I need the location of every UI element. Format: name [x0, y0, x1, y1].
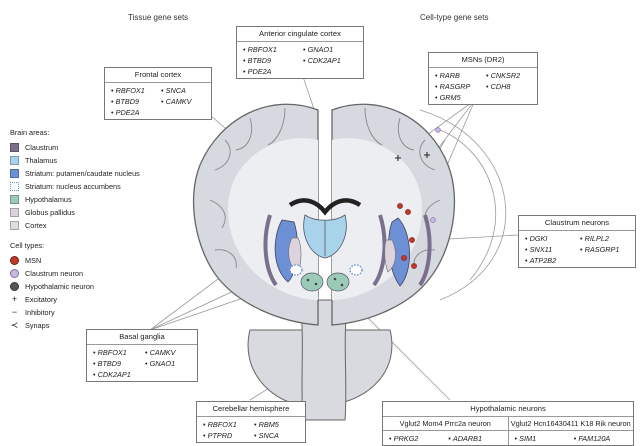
- hypo-subtitle-1: Vglut2 Mom4 Prrc2a neuron: [383, 417, 509, 430]
- gene-item: GNAO1: [145, 359, 191, 368]
- legend-item-accumbens: Striatum: nucleus accumbens: [10, 181, 140, 192]
- legend: Brain areas: Claustrum Thalamus Striatum…: [10, 128, 140, 333]
- hypo-subtitle-2: Vglut2 Hcn16430411 K18 Rik neuron: [510, 419, 631, 428]
- gene-item: RBFOX1: [93, 348, 139, 357]
- brain-areas-title: Brain areas:: [10, 128, 50, 137]
- gene-item: RASGRP1: [580, 245, 629, 254]
- gene-item: GRM5: [435, 93, 480, 102]
- hypo-title: Hypothalamic neurons: [383, 402, 633, 417]
- basal-title: Basal ganglia: [87, 330, 197, 345]
- legend-item-msn: MSN: [10, 255, 140, 266]
- gene-item: PDE2A: [243, 67, 297, 76]
- swatch-accumbens: [10, 182, 19, 191]
- legend-item-inhibitory: − Inhibitory: [10, 307, 140, 318]
- minus-icon: −: [11, 307, 18, 317]
- claustrum-neuron-icon: [10, 269, 19, 278]
- legend-label: Striatum: nucleus accumbens: [25, 182, 121, 191]
- gene-item: CDK2AP1: [303, 56, 357, 65]
- acc-box: Anterior cingulate cortex RBFOX1 GNAO1 B…: [236, 26, 364, 79]
- gene-item: CDK2AP1: [93, 370, 139, 379]
- gene-item: RBFOX1: [203, 420, 248, 429]
- legend-item-excitatory: + Excitatory: [10, 294, 140, 305]
- cerebellar-title: Cerebellar hemisphere: [197, 402, 305, 417]
- frontal-title: Frontal cortex: [105, 68, 211, 83]
- swatch-cortex: [10, 221, 19, 230]
- acc-title: Anterior cingulate cortex: [237, 27, 363, 42]
- legend-label: Claustrum: [25, 143, 59, 152]
- gene-item: SNX11: [525, 245, 574, 254]
- legend-item-globus-pallidus: Globus pallidus: [10, 207, 140, 218]
- gene-item: ATP2B2: [525, 256, 574, 265]
- legend-label: Cortex: [25, 221, 47, 230]
- gene-item: RASGRP: [435, 82, 480, 91]
- gene-item: CNKSR2: [486, 71, 531, 80]
- gene-item: PRKG2: [389, 434, 442, 443]
- swatch-thalamus: [10, 156, 19, 165]
- gene-item: SNCA: [254, 431, 299, 440]
- msn-title: MSNs (DR2): [429, 53, 537, 68]
- gene-item: RBFOX1: [111, 86, 155, 95]
- swatch-globus-pallidus: [10, 208, 19, 217]
- legend-label: Hypothalamus: [25, 195, 72, 204]
- msn-box: MSNs (DR2) RARB CNKSR2 RASGRP CDH8 GRM5: [428, 52, 538, 105]
- cerebellar-box: Cerebellar hemisphere RBFOX1 RBM5 PTPRD …: [196, 401, 306, 443]
- gene-item: CAMKV: [145, 348, 191, 357]
- legend-label: Excitatory: [25, 295, 58, 304]
- legend-label: Synaps: [25, 321, 50, 330]
- gene-item: BTBD9: [93, 359, 139, 368]
- legend-label: MSN: [25, 256, 42, 265]
- gene-item: BTBD9: [111, 97, 155, 106]
- claustrum-title: Claustrum neurons: [519, 216, 635, 231]
- gene-item: GNAO1: [303, 45, 357, 54]
- gene-item: BTBD9: [243, 56, 297, 65]
- gene-item: SIM1: [515, 434, 568, 443]
- swatch-putamen: [10, 169, 19, 178]
- legend-item-claustrum: Claustrum: [10, 142, 140, 153]
- claustrum-neurons-box: Claustrum neurons DGKI RILPL2 SNX11 RASG…: [518, 215, 636, 268]
- gene-item: PTPRD: [203, 431, 248, 440]
- legend-item-hypothalamic-neuron: Hypothalamic neuron: [10, 281, 140, 292]
- msn-dot-icon: [10, 256, 19, 265]
- cell-types-title: Cell types:: [10, 241, 45, 250]
- msn-cells: [397, 203, 417, 269]
- legend-label: Hypothalamic neuron: [25, 282, 94, 291]
- hypothalamic-neurons-box: Hypothalamic neurons Vglut2 Mom4 Prrc2a …: [382, 401, 634, 446]
- legend-item-claustrum-neuron: Claustrum neuron: [10, 268, 140, 279]
- frontal-cortex-box: Frontal cortex RBFOX1 SNCA BTBD9 CAMKV P…: [104, 67, 212, 120]
- synapse-icon: ≺: [10, 320, 19, 330]
- gene-item: RILPL2: [580, 234, 629, 243]
- swatch-claustrum: [10, 143, 19, 152]
- legend-item-synaps: ≺ Synaps: [10, 320, 140, 331]
- gene-item: RBM5: [254, 420, 299, 429]
- celltype-gene-sets-header: Cell-type gene sets: [420, 13, 489, 22]
- brainstem: [299, 299, 349, 421]
- corpus-callosum: [288, 198, 362, 216]
- plus-icon: +: [11, 294, 18, 304]
- legend-label: Claustrum neuron: [25, 269, 83, 278]
- gene-item: ADARB1: [448, 434, 501, 443]
- tissue-gene-sets-header: Tissue gene sets: [128, 13, 189, 22]
- gene-item: FAM120A: [574, 434, 627, 443]
- legend-label: Inhibitory: [25, 308, 55, 317]
- gene-item: DGKI: [525, 234, 574, 243]
- basal-ganglia-box: Basal ganglia RBFOX1 CAMKV BTBD9 GNAO1 C…: [86, 329, 198, 382]
- gene-item: CAMKV: [161, 97, 205, 106]
- legend-label: Thalamus: [25, 156, 58, 165]
- legend-label: Globus pallidus: [25, 208, 75, 217]
- gene-item: SNCA: [161, 86, 205, 95]
- legend-item-putamen: Striatum: putamen/caudate nucleus: [10, 168, 140, 179]
- legend-item-thalamus: Thalamus: [10, 155, 140, 166]
- legend-item-cortex: Cortex: [10, 220, 140, 231]
- gene-item: PDE2A: [111, 108, 155, 117]
- hypothalamic-neuron-icon: [10, 282, 19, 291]
- legend-label: Striatum: putamen/caudate nucleus: [25, 169, 140, 178]
- swatch-hypothalamus: [10, 195, 19, 204]
- gene-item: RARB: [435, 71, 480, 80]
- gene-item: CDH8: [486, 82, 531, 91]
- legend-item-hypothalamus: Hypothalamus: [10, 194, 140, 205]
- gene-item: RBFOX1: [243, 45, 297, 54]
